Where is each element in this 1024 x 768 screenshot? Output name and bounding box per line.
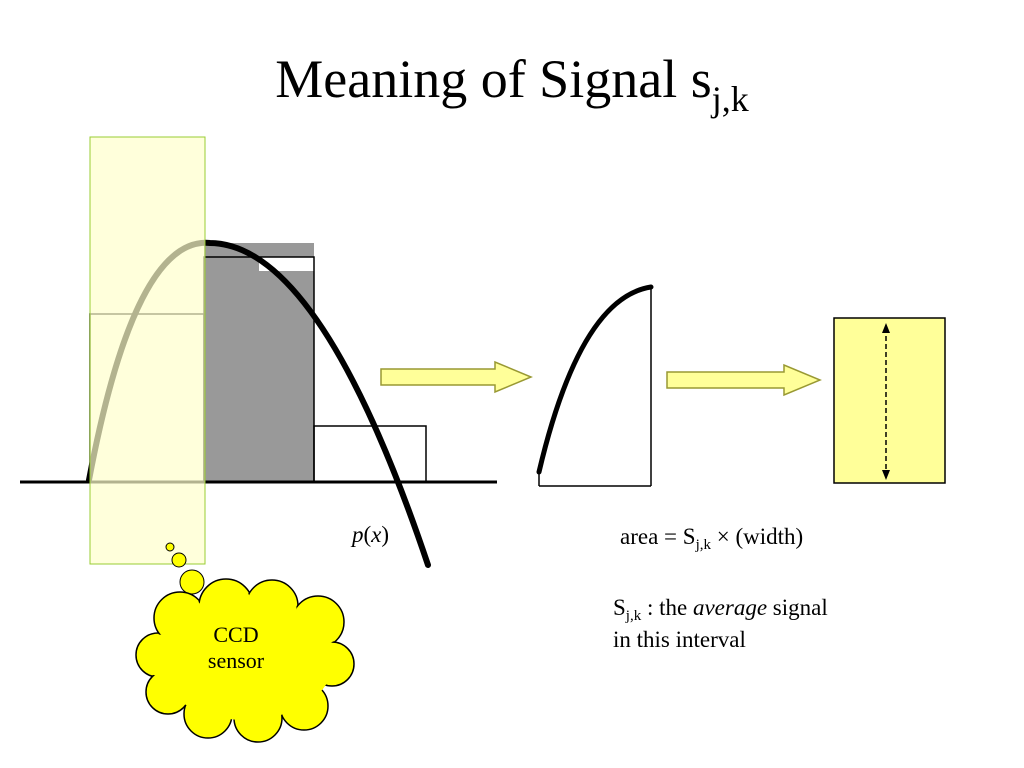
note-post: signal <box>767 595 828 620</box>
bar-outline-right <box>313 425 427 483</box>
note-emphasis: average <box>692 595 768 620</box>
ccd-label-line2: sensor <box>207 648 265 674</box>
note-symbol: S <box>613 595 626 620</box>
title-text: Meaning of Signal s <box>275 49 712 109</box>
ccd-sensor-label: CCD sensor <box>176 622 296 675</box>
thought-bubble-large <box>179 569 205 595</box>
arrow-right-2 <box>666 363 822 397</box>
function-label: p(x) <box>352 522 389 548</box>
arrow-right-1 <box>380 360 533 394</box>
slide-title: Meaning of Signal sj,k <box>0 52 1024 117</box>
area-formula-subscript: j,k <box>695 537 711 553</box>
average-rectangle <box>833 317 946 484</box>
function-label-x: x <box>371 522 382 547</box>
ccd-label-line1: CCD <box>213 622 259 647</box>
note-pre: : the <box>641 595 693 620</box>
area-formula-prefix: area = S <box>620 524 696 549</box>
note-subscript: j,k <box>625 608 642 624</box>
gray-bar <box>204 243 314 482</box>
segment-detail <box>536 284 654 487</box>
average-note: Sj,k : the average signal in this interv… <box>613 594 828 655</box>
area-formula: area = Sj,k × (width) <box>620 524 803 554</box>
function-label-close: ) <box>381 522 390 547</box>
average-note-line2: in this interval <box>613 626 746 652</box>
thought-bubble-small <box>165 542 175 552</box>
ccd-cloud <box>135 578 355 743</box>
area-formula-suffix: × (width) <box>710 524 804 549</box>
average-note-line1: Sj,k : the average signal <box>613 594 828 626</box>
function-label-open: ( <box>363 522 372 547</box>
function-label-p: p <box>352 522 364 547</box>
ccd-sensor-window <box>89 136 206 565</box>
thought-bubble-medium <box>171 552 187 568</box>
title-subscript: j,k <box>711 79 749 119</box>
